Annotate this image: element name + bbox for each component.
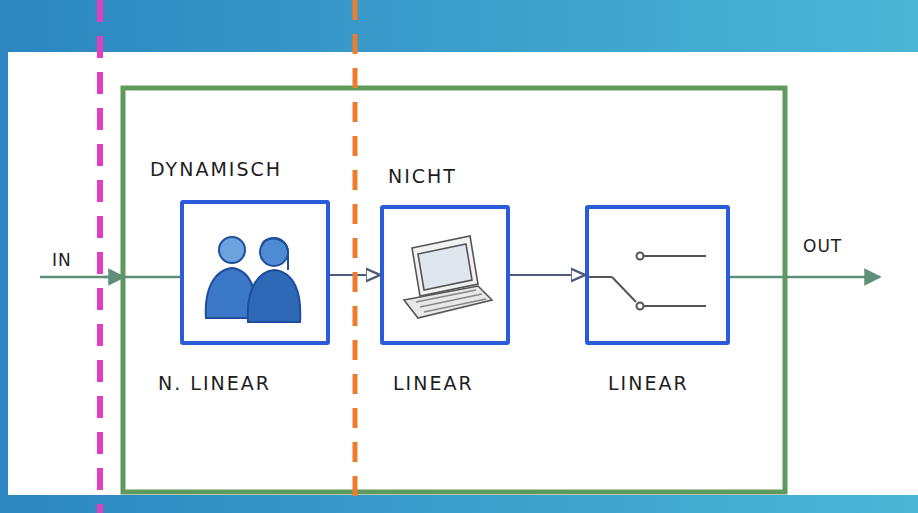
orange-dashed-line: [353, 0, 358, 500]
laptop-icon: [404, 236, 492, 318]
switch-contact: [637, 303, 644, 310]
block-caption: N. LINEAR: [158, 372, 271, 394]
people-icon: [206, 237, 301, 322]
content-panel: [8, 52, 918, 495]
input-label: IN: [52, 250, 72, 270]
block-heading: DYNAMISCH: [150, 158, 282, 180]
switch-symbol: [585, 253, 706, 310]
laptop-screen: [412, 236, 478, 296]
block-caption: LINEAR: [608, 372, 689, 394]
switch-blade: [612, 277, 636, 302]
input-wire: [40, 276, 180, 279]
system-boundary: [123, 88, 785, 492]
output-label: OUT: [803, 236, 842, 256]
block-caption: LINEAR: [393, 372, 474, 394]
process-box: LINEAR: [585, 205, 730, 345]
input-arrowhead: [104, 276, 124, 279]
signal-arrow: [330, 274, 380, 276]
switch-wire: [585, 276, 612, 278]
laptop-keys: [416, 290, 486, 312]
switch-wire: [644, 305, 706, 307]
output-wire: [730, 276, 880, 279]
pink-dashed-line: [97, 0, 103, 513]
laptop-display: [418, 244, 472, 290]
person-head: [219, 237, 245, 263]
switch-contact: [637, 253, 644, 260]
process-box: DYNAMISCHN. LINEAR: [180, 200, 330, 345]
process-box: NICHTLINEAR: [380, 205, 510, 345]
person-body: [248, 270, 301, 322]
person-hair: [262, 238, 288, 270]
block-heading: NICHT: [388, 165, 457, 187]
signal-arrow: [510, 274, 585, 276]
laptop-keyboard: [404, 286, 492, 318]
switch-wire: [644, 255, 706, 257]
